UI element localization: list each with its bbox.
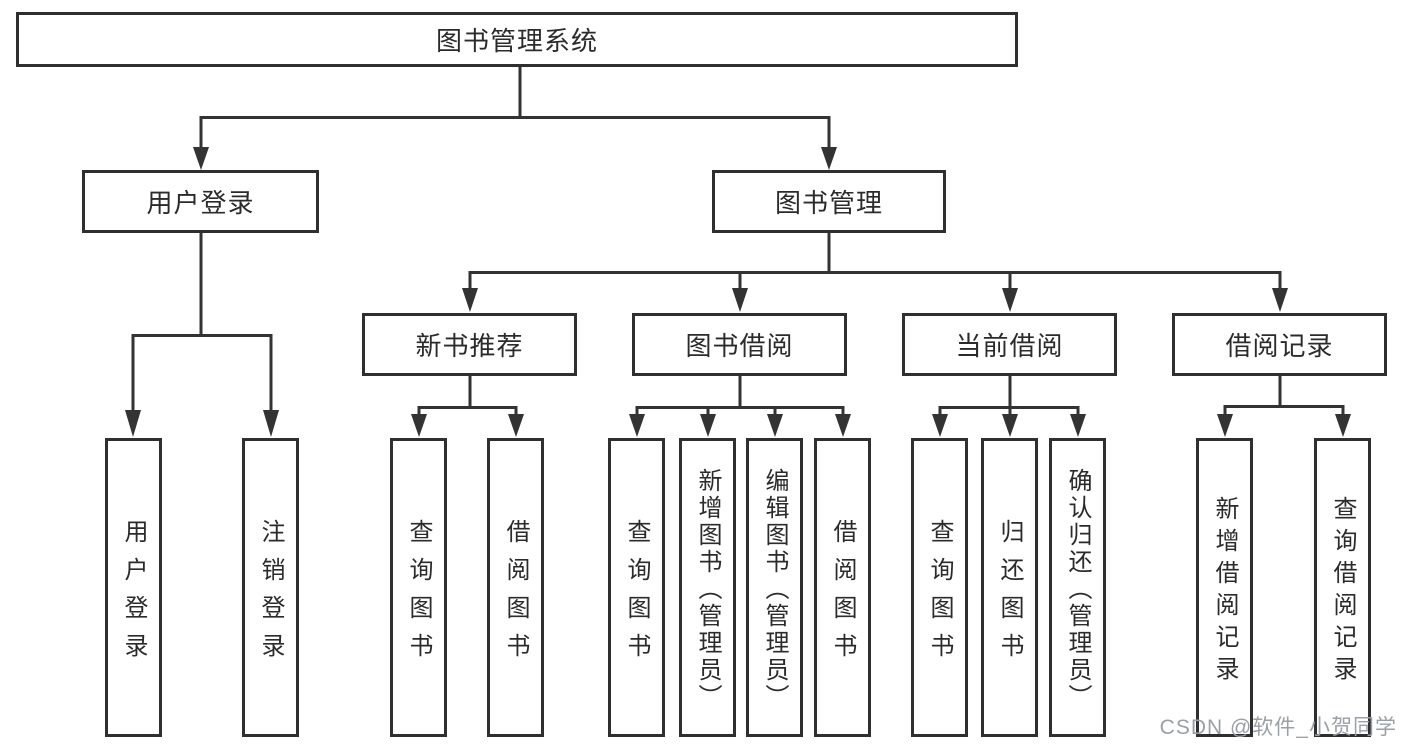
leaf-borrow-query-books: 查询图书 [608,438,665,737]
node-current-borrow-label: 当前借阅 [955,331,1064,361]
leaf-current-query-books: 查询图书 [911,438,968,737]
leaf-borrow-borrow-books-label: 借阅图书 [829,518,856,671]
node-book-borrow: 图书借阅 [632,313,847,376]
csdn-watermark: CSDN @软件_小贺同学 [1159,716,1397,739]
leaf-borrow-borrow-books: 借阅图书 [814,438,871,737]
leaf-logout-label: 注销登录 [257,518,284,671]
leaf-recommend-borrow-books: 借阅图书 [487,438,544,737]
node-current-borrow: 当前借阅 [902,313,1117,376]
leaf-add-borrow-record-label: 新增借阅记录 [1211,495,1238,688]
leaf-edit-book-admin: 编辑图书（管理员） [746,438,803,737]
leaf-confirm-return-admin-label: 确认归还（管理员） [1064,467,1091,711]
leaf-user-login-label: 用户登录 [120,518,147,671]
leaf-confirm-return-admin: 确认归还（管理员） [1049,438,1106,737]
leaf-return-book: 归还图书 [981,438,1038,737]
leaf-add-borrow-record: 新增借阅记录 [1196,438,1253,737]
node-new-book-recommend-label: 新书推荐 [415,331,524,361]
leaf-borrow-query-books-label: 查询图书 [623,518,650,671]
leaf-recommend-query-books: 查询图书 [390,438,447,737]
node-book-management: 图书管理 [712,170,946,233]
node-new-book-recommend: 新书推荐 [362,313,577,376]
leaf-add-book-admin: 新增图书（管理员） [679,438,736,737]
leaf-logout: 注销登录 [242,438,299,737]
leaf-edit-book-admin-label: 编辑图书（管理员） [761,467,788,711]
leaf-current-query-books-label: 查询图书 [926,518,953,671]
node-root: 图书管理系统 [16,12,1018,67]
node-user-login: 用户登录 [82,170,319,233]
node-book-borrow-label: 图书借阅 [685,331,794,361]
leaf-recommend-query-books-label: 查询图书 [405,518,432,671]
leaf-user-login: 用户登录 [105,438,162,737]
node-borrow-records-label: 借阅记录 [1225,331,1334,361]
node-book-management-label: 图书管理 [774,188,883,218]
leaf-query-borrow-record-label: 查询借阅记录 [1329,495,1356,688]
node-user-login-label: 用户登录 [146,188,255,218]
leaf-recommend-borrow-books-label: 借阅图书 [502,518,529,671]
node-borrow-records: 借阅记录 [1172,313,1387,376]
node-root-label: 图书管理系统 [435,26,598,56]
leaf-add-book-admin-label: 新增图书（管理员） [694,467,721,711]
leaf-query-borrow-record: 查询借阅记录 [1314,438,1371,737]
leaf-return-book-label: 归还图书 [996,518,1023,671]
